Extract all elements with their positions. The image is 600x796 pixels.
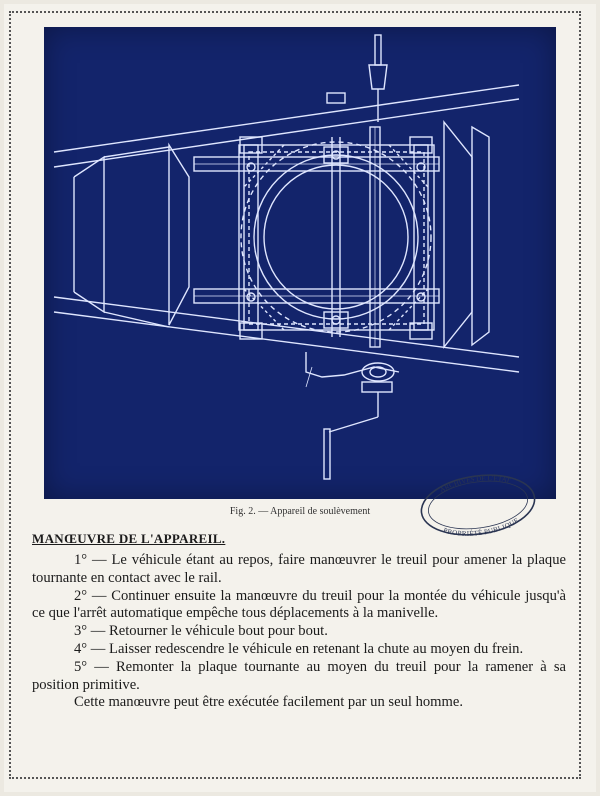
step-3: 3° — Retourner le véhicule bout pour bou… (74, 623, 328, 640)
step-4: 4° — Laisser redescendre le véhicule en … (74, 640, 524, 657)
instructions-body: 1° — Le véhicule étant au repos, faire m… (32, 552, 566, 712)
closing-note: Cette manœuvre peut être exécutée facile… (74, 694, 464, 711)
step-2: 2° — Continuer ensuite la manœuvre du tr… (32, 587, 566, 622)
step-1: 1° — Le véhicule étant au repos, faire m… (32, 552, 566, 586)
archive-stamp: ARCHIVES DE L'ÉTAT PROPRIÉTÉ PUBLIQUE (414, 465, 542, 545)
blueprint-figure (44, 27, 556, 499)
figure-caption: Fig. 2. — Appareil de soulèvement (229, 506, 371, 517)
section-title: MANŒUVRE DE L'APPAREIL. (32, 531, 226, 546)
dotted-frame (9, 11, 581, 779)
step-5: 5° — Remonter la plaque tournante au moy… (32, 658, 566, 693)
lifting-device-drawing (53, 34, 520, 480)
